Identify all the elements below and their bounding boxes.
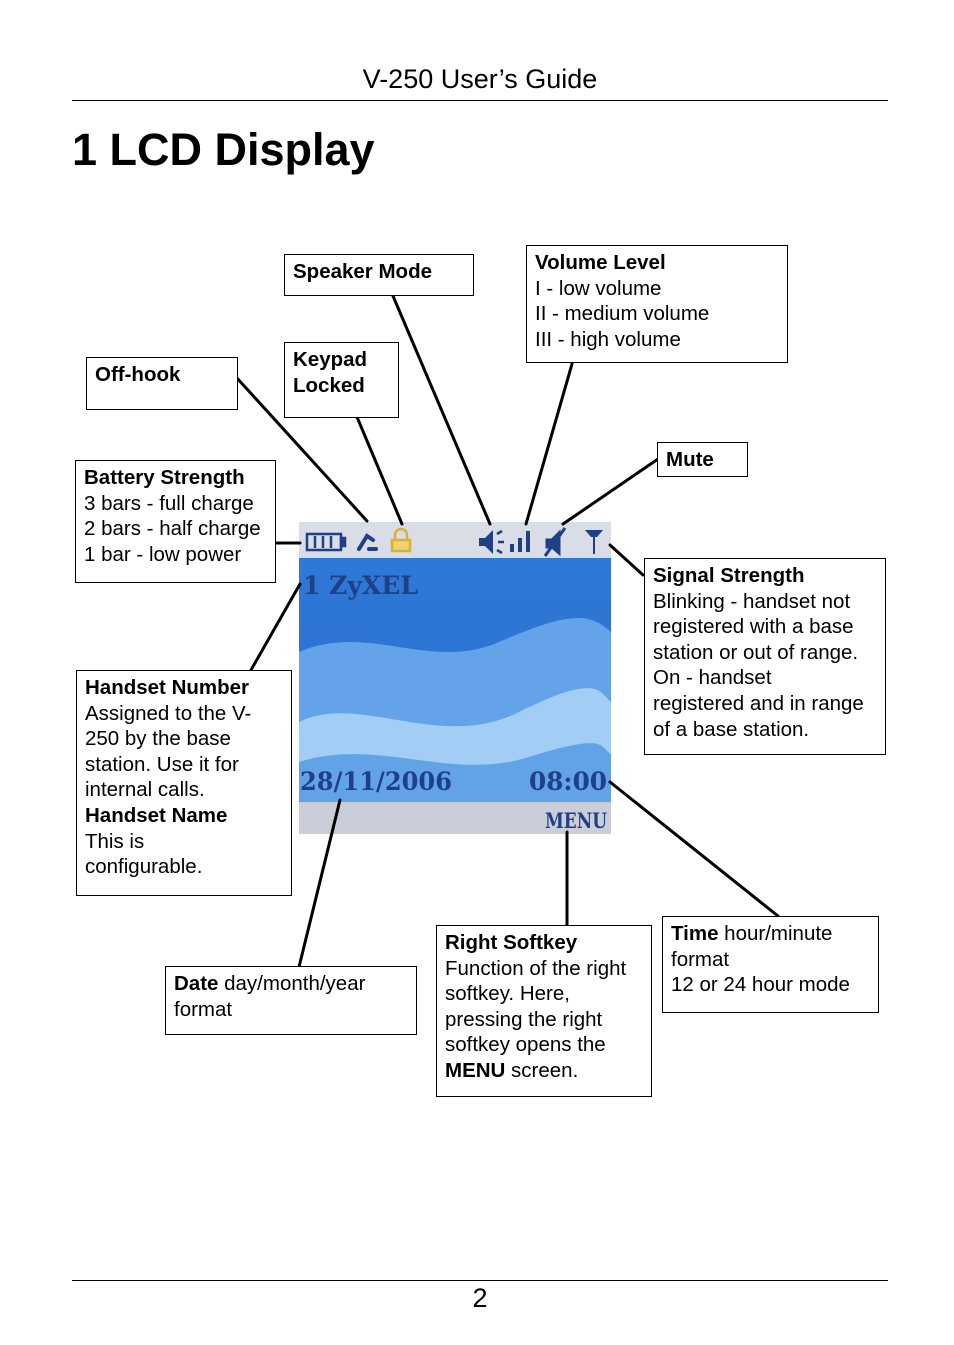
volume-bars-icon — [510, 531, 530, 552]
right-softkey-line: softkey opens the — [445, 1033, 606, 1057]
lcd-display: 1 ZyXEL 28/11/2006 08:00 MENU — [299, 522, 611, 834]
right-softkey-line: softkey. Here, — [445, 982, 570, 1006]
mute-icon — [543, 527, 567, 557]
signal-strength-line: Blinking - handset not — [653, 589, 851, 613]
antenna-icon — [585, 530, 603, 554]
off-hook-title: Off-hook — [95, 363, 181, 386]
handset-number-line: station. Use it for — [85, 752, 239, 776]
battery-strength-line: 1 bar - low power — [84, 542, 242, 566]
time-title: Time — [671, 922, 719, 945]
lcd-softkey-bar — [299, 802, 611, 834]
leader-keypad-locked — [355, 415, 404, 526]
callout-mute: Mute — [657, 442, 748, 477]
signal-strength-line: registered and in range — [653, 691, 864, 715]
callout-handset-number: Handset Number Assigned to the V- 250 by… — [76, 670, 292, 896]
callout-right-softkey: Right Softkey Function of the right soft… — [436, 925, 652, 1097]
leader-mute — [561, 457, 660, 526]
time-suffix: hour/minute — [718, 922, 833, 945]
lcd-date: 28/11/2006 — [300, 767, 452, 796]
off-hook-icon — [357, 533, 378, 551]
signal-strength-line: registered with a base — [653, 615, 854, 639]
lock-icon — [390, 527, 412, 553]
handset-name-line: configurable. — [85, 855, 203, 879]
date-suffix: day/month/year — [218, 972, 366, 995]
battery-icon — [305, 532, 347, 552]
callout-time: Time hour/minute format 12 or 24 hour mo… — [662, 916, 879, 1013]
time-line: 12 or 24 hour mode — [671, 973, 850, 997]
handset-number-line: 250 by the base — [85, 727, 231, 751]
right-softkey-menu-bold: MENU — [445, 1058, 506, 1082]
keypad-locked-title: Keypad — [293, 348, 368, 371]
right-softkey-line: Function of the right — [445, 956, 627, 980]
volume-level-line: I - low volume — [535, 276, 662, 300]
footer-rule — [72, 1280, 888, 1281]
signal-strength-line: of a base station. — [653, 717, 810, 741]
right-softkey-last-suffix: screen. — [505, 1058, 579, 1082]
signal-strength-line: station or out of range. — [653, 640, 859, 664]
lcd-handset-label: 1 ZyXEL — [303, 571, 418, 600]
right-softkey-last-line: MENU screen. — [445, 1058, 647, 1084]
battery-strength-title: Battery Strength — [84, 466, 245, 489]
battery-strength-line: 2 bars - half charge — [84, 517, 261, 541]
date-line-2: format — [174, 997, 233, 1021]
leader-signal — [608, 543, 645, 577]
volume-level-line: II - medium volume — [535, 302, 710, 326]
handset-name-line: This is — [85, 829, 145, 853]
volume-level-title: Volume Level — [535, 251, 666, 274]
date-title: Date — [174, 972, 219, 995]
battery-strength-line: 3 bars - full charge — [84, 491, 254, 515]
lcd-time: 08:00 — [529, 767, 607, 796]
header-rule — [72, 100, 888, 101]
time-line: format — [671, 947, 730, 971]
callout-off-hook: Off-hook — [86, 357, 238, 410]
handset-name-title: Handset Name — [85, 803, 228, 827]
callout-battery-strength: Battery Strength 3 bars - full charge 2 … — [75, 460, 276, 583]
time-first-line: Time hour/minute — [671, 921, 870, 947]
page-number: 2 — [472, 1283, 488, 1313]
callout-date: Date day/month/year format — [165, 966, 417, 1035]
signal-strength-line: On - handset — [653, 666, 772, 690]
lcd-softkey-label: MENU — [545, 808, 607, 833]
leader-handset-number — [249, 582, 302, 672]
speaker-icon — [479, 529, 504, 555]
handset-number-line: Assigned to the V- — [85, 701, 252, 725]
page-title: 1 LCD Display — [72, 124, 375, 175]
mute-title: Mute — [666, 448, 714, 471]
leader-volume-level — [524, 362, 574, 526]
callout-volume-level: Volume Level I - low volume II - medium … — [526, 245, 788, 363]
callout-signal-strength: Signal Strength Blinking - handset not r… — [644, 558, 886, 755]
lcd-wave-mid — [299, 743, 611, 808]
volume-level-line: III - high volume — [535, 327, 681, 351]
signal-strength-title: Signal Strength — [653, 564, 805, 587]
leader-time — [608, 780, 780, 918]
date-first-line: Date day/month/year — [174, 971, 408, 997]
right-softkey-line: pressing the right — [445, 1007, 603, 1031]
running-header: V-250 User’s Guide — [362, 64, 598, 94]
speaker-mode-title: Speaker Mode — [293, 260, 432, 283]
handset-number-line: internal calls. — [85, 778, 205, 802]
handset-number-title: Handset Number — [85, 676, 250, 699]
callout-keypad-locked: Keypad Locked — [284, 342, 399, 418]
callout-speaker-mode: Speaker Mode — [284, 254, 474, 296]
keypad-locked-title-2: Locked — [293, 373, 365, 397]
leader-speaker-mode — [391, 294, 492, 526]
right-softkey-title: Right Softkey — [445, 931, 578, 954]
